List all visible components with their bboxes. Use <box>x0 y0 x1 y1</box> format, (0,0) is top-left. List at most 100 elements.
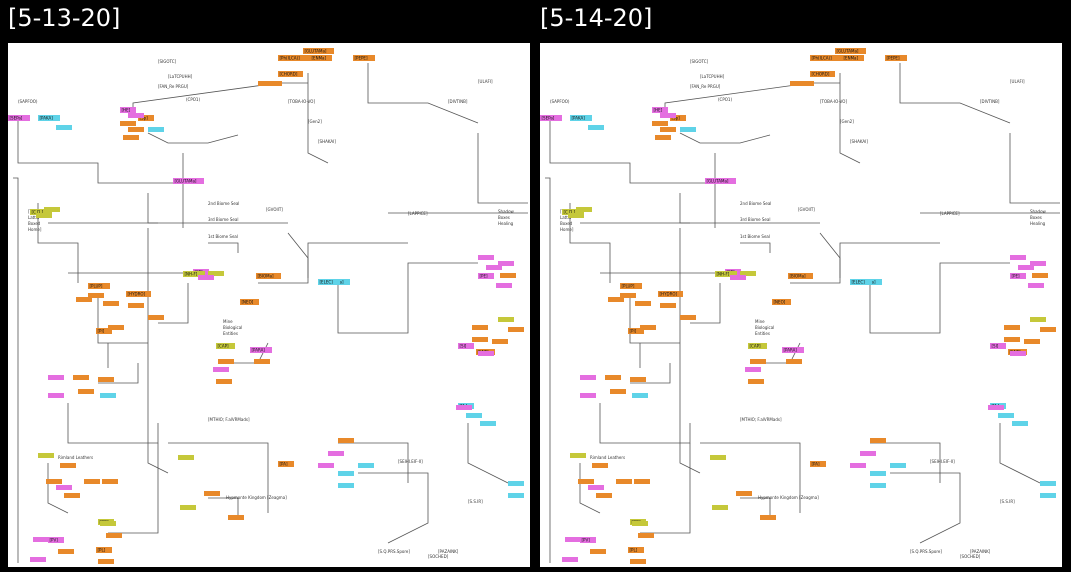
node-box-small <box>635 301 651 306</box>
node-box <box>842 55 864 61</box>
diagram-label: Boxed <box>560 221 573 226</box>
node-box-small <box>608 297 624 302</box>
node-label: [HYDRO] <box>128 292 146 297</box>
diagram-label: [FAN_Re PRGU] <box>158 84 189 89</box>
diagram-label: [FAN_Re PRGU] <box>690 84 721 89</box>
diagram-label: [S.S.IR] <box>1000 499 1015 504</box>
node-label: [PEPE] <box>887 56 900 61</box>
connector-line <box>108 443 159 534</box>
node-box <box>8 115 30 121</box>
node-label: [PL] <box>630 548 638 553</box>
node-label: [Sp] <box>140 116 149 121</box>
node-label: [GLUTAMa] <box>837 49 859 54</box>
node-label: [HE] <box>122 108 131 113</box>
node-box-small <box>655 135 671 140</box>
node-box <box>138 115 154 121</box>
diagram-label: Rimland Leathers <box>590 455 625 460</box>
diagram-node: [BIOMa] <box>788 273 813 279</box>
node-box <box>183 271 205 277</box>
node-box-small <box>100 521 116 526</box>
node-box-small <box>228 515 244 520</box>
node-box <box>652 107 668 113</box>
diagram-node: [C.D.] <box>562 209 584 215</box>
node-box <box>748 343 767 349</box>
connector-line <box>358 472 429 544</box>
diagram-node: [NH-F] <box>715 271 737 277</box>
node-box-small <box>1032 273 1048 278</box>
node-label: [CAP] <box>218 344 230 349</box>
connector-line <box>569 203 611 283</box>
connector-line <box>700 442 801 513</box>
node-box-small <box>500 273 516 278</box>
node-box <box>580 537 596 543</box>
diagram-label: [TOBA-IO-VO] <box>288 99 315 104</box>
diagram-label: Healing <box>498 221 514 226</box>
node-label: [PI] <box>98 329 105 334</box>
diagram-label: [TOBA-IO-VO] <box>820 99 847 104</box>
node-box-small <box>466 413 482 418</box>
node-box-small <box>496 283 512 288</box>
connector-line <box>999 423 1041 484</box>
node-box-small <box>204 491 220 496</box>
node-box-small <box>736 491 752 496</box>
node-label: [PI] <box>630 329 637 334</box>
diagram-label: Shadow <box>1030 209 1047 214</box>
node-box-small <box>630 377 646 382</box>
node-box-small <box>178 455 194 460</box>
diagram-node: [GLUTAMa] <box>835 48 866 54</box>
diagram-label: [Gen2] <box>840 119 854 124</box>
diagram-label: 3rd Biome Seal <box>208 217 238 222</box>
diagram-node: [HE] <box>120 107 136 113</box>
node-label: [PE] <box>480 274 489 279</box>
diagram-node: [PV] <box>48 537 64 543</box>
node-box-small <box>318 463 334 468</box>
node-box-small <box>1010 351 1026 356</box>
diagram-label: (CPO1) <box>718 97 732 102</box>
diagram-node: [Sp] <box>670 115 686 121</box>
diagram-label: Mine <box>755 319 765 324</box>
node-box <box>620 283 642 289</box>
node-box <box>715 271 737 277</box>
diagram-node: [PI] <box>628 328 644 334</box>
node-box-small <box>638 533 654 538</box>
node-box-small <box>60 463 76 468</box>
node-label: [SEPa] <box>10 116 23 121</box>
connector-line <box>819 232 841 278</box>
node-box-small <box>480 421 496 426</box>
node-box <box>1010 273 1026 279</box>
node-box <box>216 343 235 349</box>
node-label: [PARA] <box>252 348 266 353</box>
node-label: [Sp] <box>672 116 681 121</box>
connector-line <box>899 63 1011 124</box>
node-box-small <box>1010 255 1026 260</box>
diagram-label: [SHAKAI] <box>850 139 868 144</box>
connector-line <box>545 177 551 563</box>
connector-line <box>890 472 961 544</box>
node-box-small <box>73 375 89 380</box>
node-box-small <box>338 471 354 476</box>
node-box <box>850 279 872 285</box>
node-box <box>478 273 494 279</box>
diagram-node: [PEPE] <box>353 55 375 61</box>
node-label: [BIOMa] <box>258 274 275 279</box>
node-box <box>628 547 644 553</box>
node-box-small <box>100 393 116 398</box>
node-label: [PARA] <box>784 348 798 353</box>
node-box-small <box>208 271 224 276</box>
node-box-small <box>1028 283 1044 288</box>
node-box-small <box>102 479 118 484</box>
node-box-small <box>338 483 354 488</box>
connector-line <box>630 363 671 384</box>
diagram-node: [PAKA] <box>570 115 592 121</box>
connector-line <box>338 442 409 483</box>
node-box-small <box>44 207 60 212</box>
connector-line <box>599 403 691 444</box>
node-label: [PV] <box>50 538 59 543</box>
node-box-small <box>580 393 596 398</box>
node-label: [HYDRO] <box>660 292 678 297</box>
node-box-small <box>108 325 124 330</box>
node-box-small <box>890 463 906 468</box>
diagram-label: (SAPFOO) <box>550 99 570 104</box>
node-box <box>782 347 804 353</box>
diagram-label: [MTHIO; F.alVRMads] <box>208 417 250 422</box>
